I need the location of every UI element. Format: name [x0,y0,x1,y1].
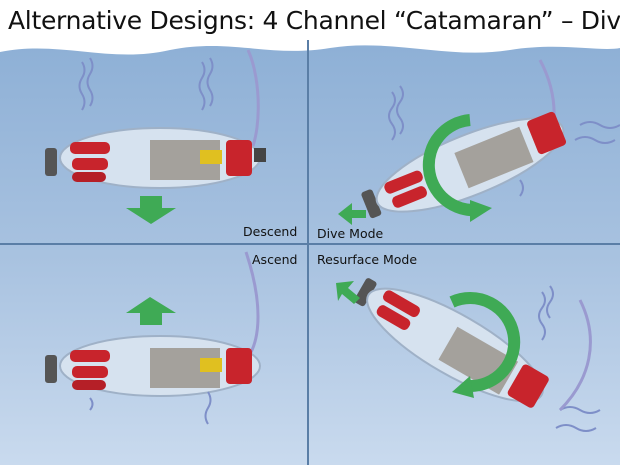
resurface-direction-arrow-icon [336,281,360,304]
catamaran-hull-tilted-icon [345,264,557,421]
resurface-mode-label: Resurface Mode [317,252,417,267]
